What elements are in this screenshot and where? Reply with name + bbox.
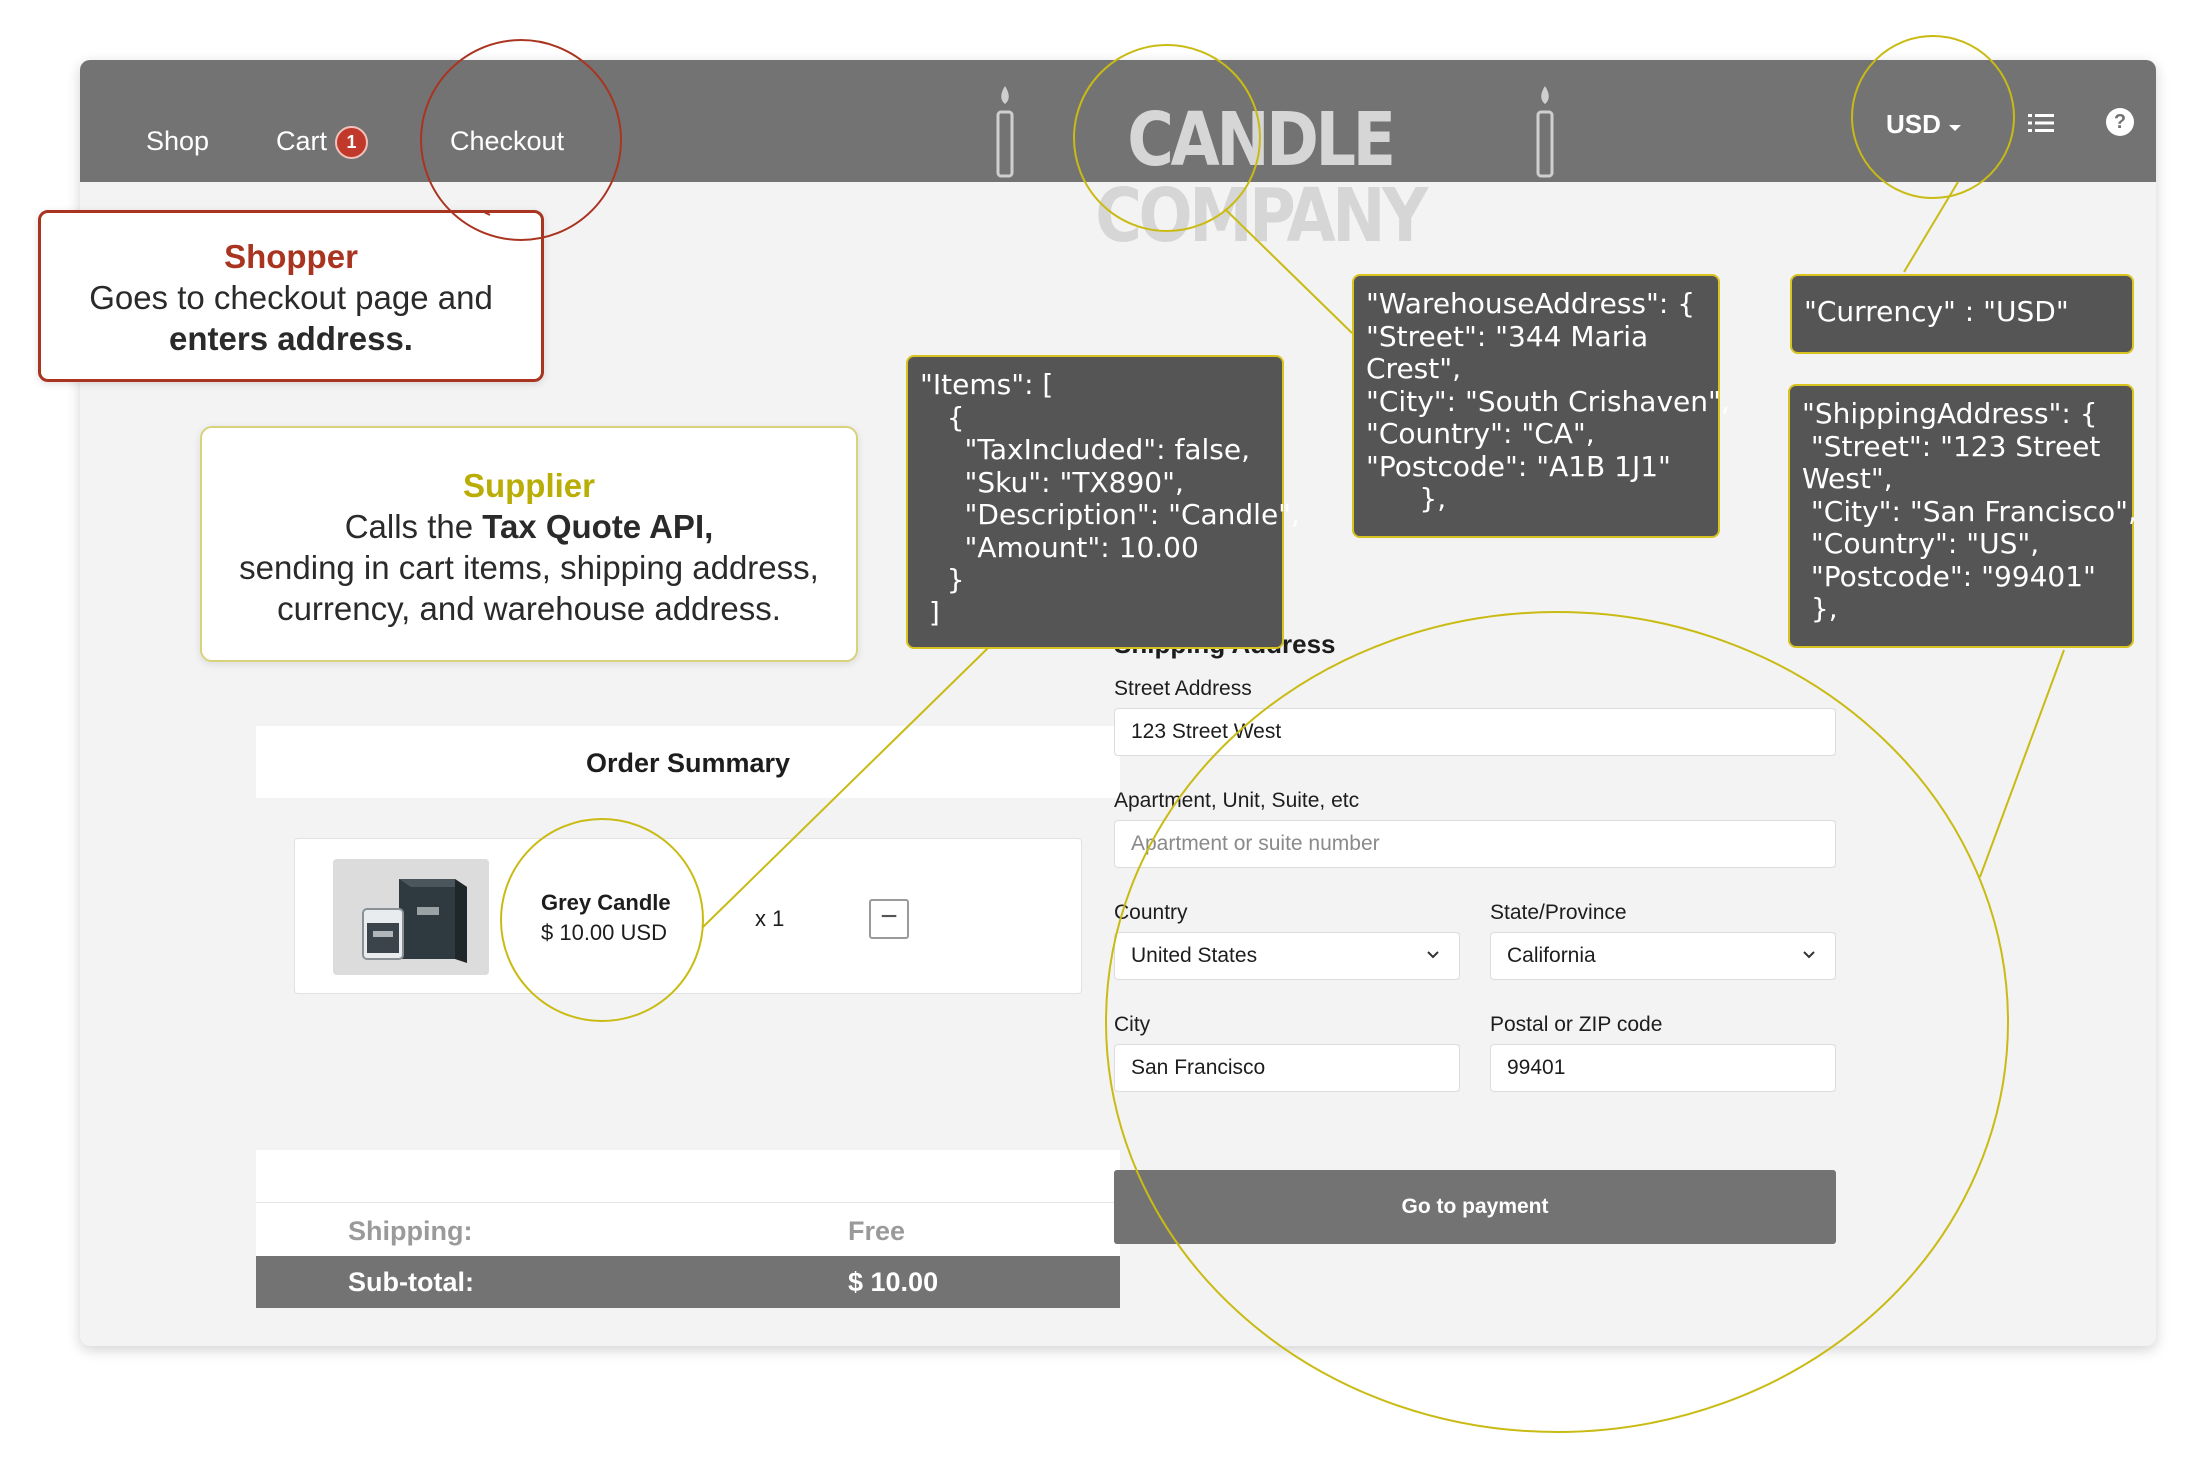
json-line: "Postcode": "99401" — [1802, 559, 2096, 593]
chevron-down-icon — [1803, 951, 1815, 959]
shopper-callout-line2: enters address. — [169, 320, 413, 357]
supplier-callout: Supplier Calls the Tax Quote API, sendin… — [200, 426, 858, 662]
currency-json-box: "Currency" : "USD" — [1790, 274, 2134, 354]
json-line: "Sku": "TX890", — [920, 465, 1184, 499]
street-address-label: Street Address — [1114, 677, 1252, 700]
country-label: Country — [1114, 901, 1188, 924]
product-image — [333, 859, 489, 975]
json-line: "TaxIncluded": false, — [920, 433, 1251, 466]
nav-shop-link[interactable]: Shop — [146, 126, 210, 156]
supplier-callout-line1-bold: Tax Quote API, — [482, 508, 714, 545]
candle-product-illustration — [333, 859, 489, 975]
items-json-box: "Items": [ { "TaxIncluded": false, "Sku"… — [906, 355, 1300, 649]
json-line: "WarehouseAddress": { — [1366, 287, 1696, 320]
supplier-callout-line1: Calls the Tax Quote API, — [202, 506, 856, 547]
country-select[interactable]: United States — [1114, 932, 1460, 980]
json-line: "Amount": 10.00 — [920, 530, 1199, 564]
go-to-payment-button[interactable]: Go to payment — [1114, 1170, 1836, 1244]
json-line: "Items": [ — [920, 368, 1054, 401]
zip-input[interactable]: 99401 — [1490, 1044, 1836, 1092]
shipping-label: Shipping: — [348, 1216, 473, 1246]
supplier-callout-line1-prefix: Calls the — [344, 508, 483, 545]
city-input[interactable]: San Francisco — [1114, 1044, 1460, 1092]
zip-label: Postal or ZIP code — [1490, 1013, 1663, 1036]
json-line: "City": "South Crishaven", — [1366, 384, 1730, 418]
json-line: ] — [920, 595, 940, 629]
street-address-input[interactable]: 123 Street West — [1114, 708, 1836, 756]
subtotal-row: Sub-total: $ 10.00 — [256, 1256, 1120, 1308]
json-line: "Street": "344 Maria — [1366, 319, 1649, 353]
state-label: State/Province — [1490, 901, 1627, 924]
cart-count-badge: 1 — [335, 126, 369, 160]
chevron-down-icon — [1427, 951, 1439, 959]
shopper-callout: Shopper Goes to checkout page and enters… — [38, 210, 544, 382]
json-line: "Description": "Candle", — [920, 498, 1300, 531]
json-line: "Country": "CA", — [1366, 417, 1595, 450]
summary-divider — [256, 1150, 1120, 1202]
candle-icon — [1536, 86, 1554, 178]
help-icon[interactable]: ? — [2106, 108, 2134, 136]
apartment-input[interactable]: Apartment or suite number — [1114, 820, 1836, 868]
shipping-cost-row: Shipping: Free — [256, 1202, 1120, 1256]
shopper-callout-title: Shopper — [224, 238, 358, 275]
supplier-callout-line2: sending in cart items, shipping address, — [239, 549, 819, 586]
country-select-value: United States — [1131, 944, 1258, 967]
state-select-value: California — [1507, 944, 1596, 967]
supplier-callout-line3: currency, and warehouse address. — [277, 590, 781, 627]
json-line: Crest", — [1366, 352, 1462, 385]
json-line: "Country": "US", — [1802, 527, 2040, 560]
json-line: West", — [1802, 462, 1893, 495]
json-line: } — [920, 563, 965, 596]
state-select[interactable]: California — [1490, 932, 1836, 980]
city-label: City — [1114, 1013, 1151, 1036]
list-icon[interactable] — [2026, 108, 2056, 138]
json-line: }, — [1802, 592, 1838, 625]
json-line: }, — [1366, 482, 1447, 515]
warehouse-json-box: "WarehouseAddress": {"Street": "344 Mari… — [1352, 274, 1730, 538]
json-line: "Currency" : "USD" — [1804, 295, 2069, 328]
subtotal-label: Sub-total: — [348, 1267, 474, 1297]
json-line: { — [920, 400, 965, 434]
shipping-json-box: "ShippingAddress": { "Street": "123 Stre… — [1788, 384, 2137, 648]
json-line: "Postcode": "A1B 1J1" — [1366, 449, 1671, 483]
apartment-label: Apartment, Unit, Suite, etc — [1114, 789, 1360, 812]
shopper-callout-line1: Goes to checkout page and — [89, 279, 493, 316]
json-line: "Street": "123 Street — [1802, 429, 2101, 463]
nav-cart-label: Cart — [276, 126, 328, 156]
json-line: "ShippingAddress": { — [1802, 397, 2098, 430]
json-line: "City": "San Francisco", — [1802, 494, 2137, 528]
candle-icon — [996, 86, 1014, 178]
supplier-callout-title: Supplier — [462, 467, 596, 504]
shipping-value: Free — [848, 1216, 906, 1246]
subtotal-value: $ 10.00 — [848, 1267, 939, 1297]
